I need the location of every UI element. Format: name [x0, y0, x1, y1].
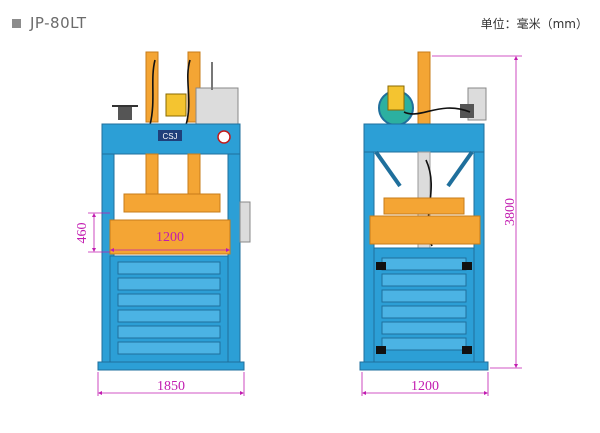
side-chamber-door: [369, 215, 481, 245]
front-base: [97, 361, 245, 371]
press-height-label: 460: [75, 223, 90, 244]
model-title: JP-80LT: [30, 14, 87, 32]
side-top-beam: [363, 123, 485, 153]
square-bullet-icon: [12, 18, 21, 28]
unit-label: 单位：毫米（mm）: [480, 17, 588, 31]
side-pump: [387, 85, 405, 111]
side-latch: [376, 262, 386, 270]
side-view: 1200 3800: [359, 51, 522, 396]
front-chamber-slats: [117, 261, 221, 355]
hydraulic-hose: [403, 107, 471, 115]
side-latch: [462, 346, 472, 354]
front-motor: [165, 93, 187, 117]
hydraulic-hose: [185, 59, 191, 126]
side-height-label: 3800: [503, 198, 518, 226]
press-width-label: 1200: [156, 230, 184, 245]
front-ram-rod-right: [187, 153, 201, 195]
front-ram-rod-left: [145, 153, 159, 195]
side-width-label: 1200: [411, 379, 439, 394]
brand-badge: CSJ: [162, 132, 177, 141]
front-control-box: [195, 87, 239, 125]
side-press-plate: [383, 197, 465, 215]
front-right-column: [227, 153, 241, 365]
side-right-column: [473, 151, 485, 365]
side-chamber-slats: [381, 257, 467, 351]
hydraulic-hose: [149, 59, 156, 126]
front-press-plate: [123, 193, 221, 213]
model-header: JP-80LT: [12, 14, 87, 32]
side-brace-right: [446, 150, 474, 188]
front-valve: [118, 106, 132, 120]
side-base: [359, 361, 489, 371]
side-latch: [462, 262, 472, 270]
front-width-label: 1850: [157, 379, 185, 394]
front-top-cylinder-left: [145, 51, 159, 123]
brand-badge-bg: [158, 130, 182, 141]
side-top-cylinder: [417, 51, 431, 127]
pressure-gauge-icon: [217, 130, 231, 144]
front-side-box: [239, 201, 251, 243]
side-latch: [376, 346, 386, 354]
front-view: CSJ 1850 1200: [75, 51, 251, 396]
side-left-column: [363, 151, 375, 365]
side-brace-left: [374, 150, 402, 188]
